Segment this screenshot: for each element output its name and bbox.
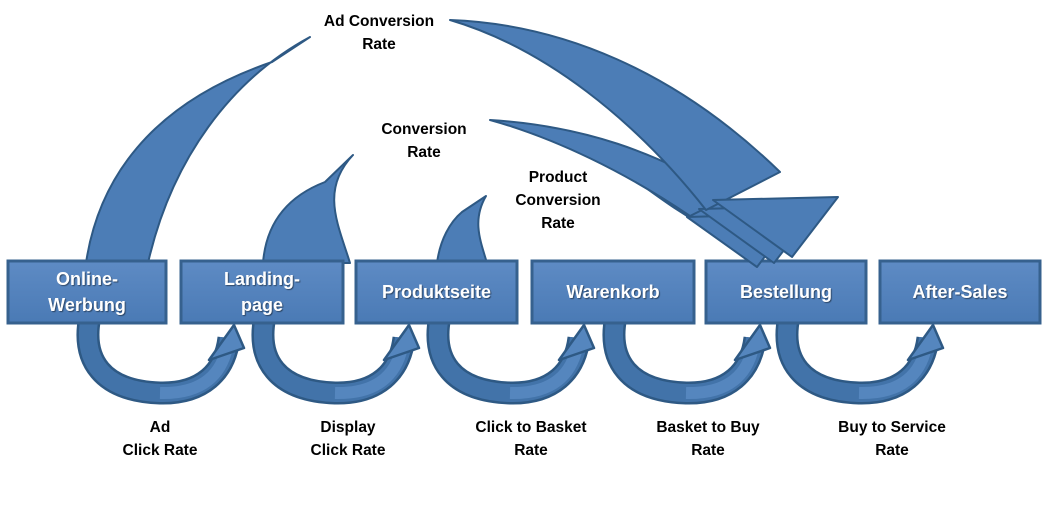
stage-box-produktseite bbox=[354, 259, 519, 325]
stage-box-warenkorb bbox=[530, 259, 696, 325]
conversion-arrow-ad-rising bbox=[85, 36, 311, 264]
conversion-arrow-ad-head bbox=[712, 196, 839, 258]
click-rate-arrow-ad bbox=[88, 316, 244, 393]
click-rate-arrow-display bbox=[263, 316, 419, 393]
stage-box-bestellung bbox=[704, 259, 868, 325]
stage-box-landing-page bbox=[179, 259, 345, 325]
stage-box-after-sales bbox=[878, 259, 1042, 325]
stage-box-online-werbung bbox=[6, 259, 168, 325]
conversion-arrow-main-rising bbox=[262, 154, 354, 264]
click-rate-arrow-basket-to-buy bbox=[614, 316, 770, 393]
conversion-arrow-product-rising bbox=[436, 195, 488, 264]
click-rate-arrow-click-to-basket bbox=[438, 316, 594, 393]
conversion-arrow-ad-ribbon bbox=[449, 19, 781, 211]
click-rate-arrow-buy-to-service bbox=[787, 316, 943, 393]
